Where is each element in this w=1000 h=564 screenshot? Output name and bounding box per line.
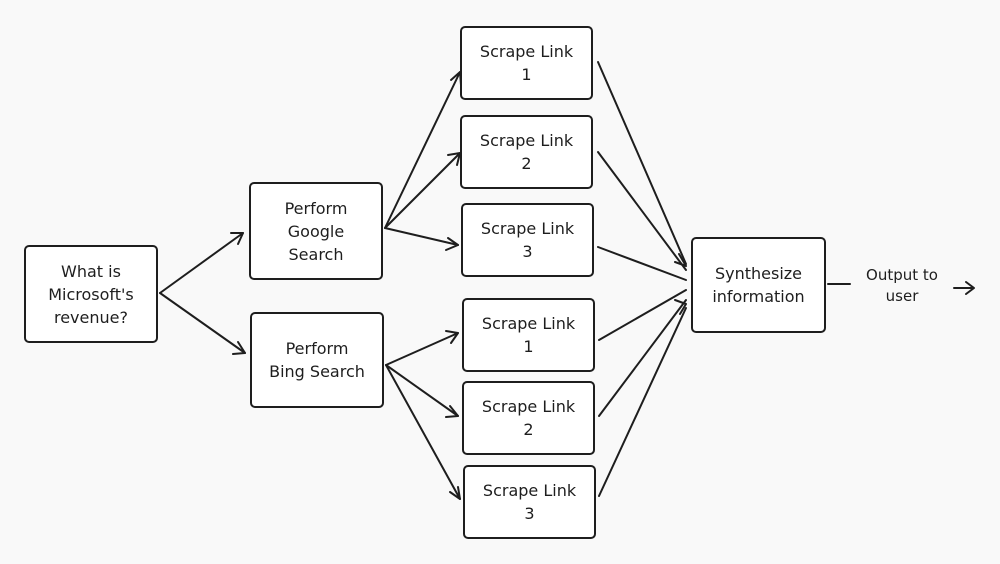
output-to-user-label: Output to user <box>866 266 938 305</box>
bing-search-node: Perform Bing Search <box>250 312 384 408</box>
arrow-google-to-scrape-3 <box>384 227 459 246</box>
bing-scrape-link-3-node: Scrape Link 3 <box>463 465 596 539</box>
arrow-google-scrape-1-to-synthesize <box>597 61 687 265</box>
arrowhead-question-to-bing <box>232 341 246 355</box>
arrowhead-question-to-google <box>230 232 244 245</box>
arrowhead-bing-to-scrape-2 <box>445 405 459 418</box>
arrow-bing-to-scrape-2 <box>385 364 459 417</box>
arrowhead-output <box>965 281 975 295</box>
google-scrape-link-2-node: Scrape Link 2 <box>460 115 593 189</box>
arrow-google-to-scrape-1 <box>384 71 461 229</box>
google-search-node: Perform Google Search <box>249 182 383 280</box>
arrow-bing-scrape-1-to-synthesize <box>598 289 687 341</box>
arrowhead-synthesize-top <box>674 253 687 267</box>
synthesize-information-node: Synthesize information <box>691 237 826 333</box>
google-scrape-link-3-node: Scrape Link 3 <box>461 203 594 277</box>
arrow-question-to-google <box>159 232 244 294</box>
arrowhead-bing-to-scrape-3 <box>449 486 461 500</box>
arrow-bing-scrape-3-to-synthesize <box>598 307 687 497</box>
bing-scrape-link-2-node: Scrape Link 2 <box>462 381 595 455</box>
arrow-bing-scrape-2-to-synthesize <box>598 299 687 417</box>
arrowhead-bing-to-scrape-1 <box>445 330 459 344</box>
question-node: What is Microsoft's revenue? <box>24 245 158 343</box>
arrowhead-synthesize-bottom <box>674 299 687 315</box>
arrow-question-to-bing <box>159 292 246 354</box>
arrow-bing-to-scrape-3 <box>385 364 461 500</box>
bing-scrape-link-1-node: Scrape Link 1 <box>462 298 595 372</box>
arrow-google-scrape-3-to-synthesize <box>597 246 687 281</box>
arrow-google-to-scrape-2 <box>384 152 461 229</box>
google-scrape-link-1-node: Scrape Link 1 <box>460 26 593 100</box>
arrow-bing-to-scrape-1 <box>385 332 459 366</box>
arrowhead-google-to-scrape-3 <box>445 237 459 251</box>
arrow-google-scrape-2-to-synthesize <box>597 151 687 271</box>
